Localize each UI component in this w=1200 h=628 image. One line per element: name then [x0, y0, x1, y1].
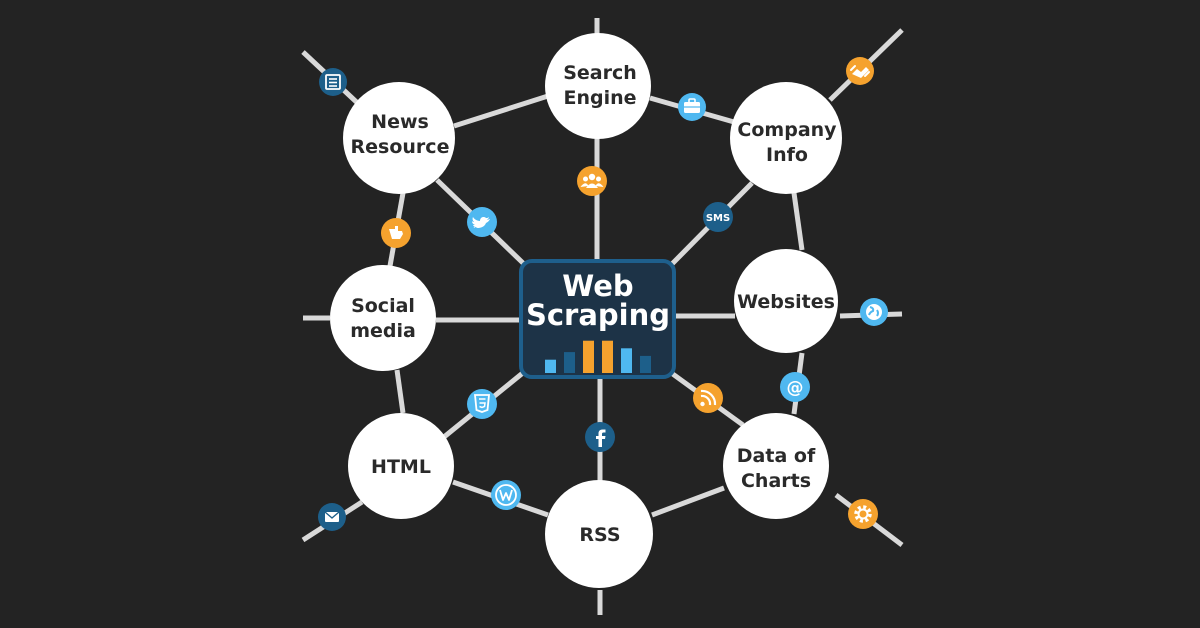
center-bar [621, 348, 632, 373]
center-bar [583, 340, 594, 373]
node-label-line: HTML [371, 456, 431, 478]
node-label-line: Charts [741, 470, 811, 492]
node-rss: RSS [545, 480, 653, 588]
link-news-search [453, 93, 549, 129]
wordpress-icon [491, 480, 521, 510]
people-group-icon [577, 166, 607, 196]
link-charts-rss [651, 485, 725, 518]
node-data-of-charts: Data of Charts [723, 413, 829, 519]
node-label-line: News [371, 111, 429, 133]
node-company-info: Company Info [730, 82, 842, 194]
node-label-line: media [350, 320, 416, 342]
node-label-line: Social [351, 295, 415, 317]
node-label-line: Info [766, 144, 808, 166]
sms-badge-text: SMS [706, 213, 730, 224]
center-bar-graphic [545, 340, 651, 373]
sms-icon: SMS [703, 202, 733, 232]
briefcase-icon [678, 93, 706, 121]
node-label-line: Company [737, 119, 837, 141]
node-label-line: Websites [737, 291, 835, 313]
gear-icon [848, 499, 878, 529]
center-bar [640, 355, 651, 373]
globe-icon [860, 298, 888, 326]
html5-icon [467, 389, 497, 419]
node-websites: Websites [734, 249, 838, 353]
center-title-line1: Web [562, 269, 633, 303]
center-bar [545, 359, 556, 373]
envelope-icon [318, 503, 346, 531]
node-social-media: Social media [330, 265, 436, 371]
node-label-line: Engine [563, 87, 636, 109]
node-search-engine: Search Engine [545, 33, 651, 139]
handshake-icon [846, 57, 874, 85]
at-badge-text: @ [787, 378, 804, 398]
facebook-icon [585, 422, 615, 452]
link-social-html [394, 369, 406, 414]
link-company-websites [791, 192, 805, 251]
node-label-line: Search [563, 62, 637, 84]
node-html: HTML [348, 413, 454, 519]
center-bar [564, 352, 575, 373]
node-label-line: Resource [351, 136, 450, 158]
node-label-line: RSS [579, 524, 620, 546]
at-sign-icon: @ [780, 372, 810, 402]
center-title-line2: Scraping [526, 298, 670, 332]
newspaper-icon [319, 68, 347, 96]
pointer-hand-icon [381, 218, 411, 248]
node-label-line: Data of [737, 445, 816, 467]
center-node-web-scraping: Web Scraping [519, 259, 676, 379]
node-news-resource: News Resource [343, 82, 455, 194]
center-bar [602, 340, 613, 373]
twitter-icon [467, 207, 497, 237]
rss-feed-icon [693, 383, 723, 413]
